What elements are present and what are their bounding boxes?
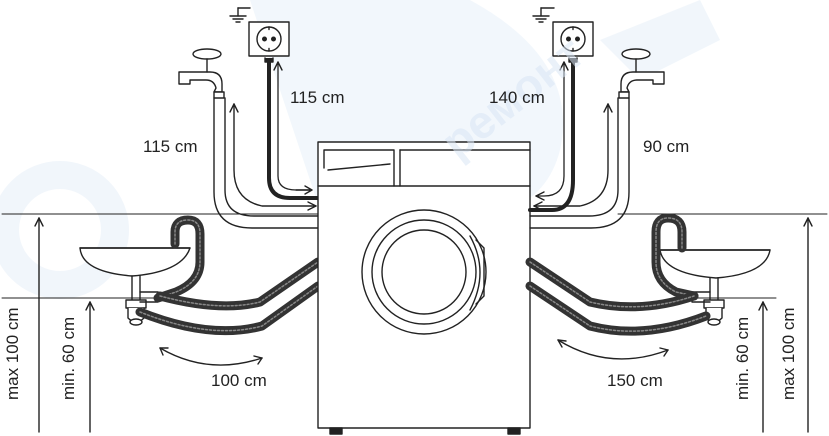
- drain-arc-arrow-left: [159, 347, 263, 366]
- sink-left-icon: [79, 247, 191, 326]
- drain-hose-left: [135, 215, 323, 336]
- power-cable-left: [264, 57, 320, 200]
- max-height-arrow-left: [34, 217, 44, 433]
- max-height-arrow-right: [803, 217, 813, 433]
- washing-machine: [317, 141, 531, 435]
- label-max-height-right: max 100 cm: [779, 307, 798, 400]
- water-tap-left-icon: [178, 48, 225, 99]
- inlet-hose-right: [529, 97, 630, 229]
- label-outlet-right: 140 cm: [489, 88, 545, 107]
- power-cable-right: [528, 57, 578, 212]
- min-height-arrow-left: [85, 301, 95, 433]
- sink-right-icon: [659, 249, 771, 326]
- min-height-arrow-right: [758, 301, 768, 433]
- power-socket-left-icon: [248, 21, 290, 57]
- label-inlet-left: 115 cm: [143, 137, 198, 156]
- label-min-height-left: min. 60 cm: [59, 316, 78, 400]
- ground-symbol-right: [532, 7, 555, 23]
- label-inlet-right: 90 cm: [643, 137, 690, 156]
- drain-arc-arrow-right: [557, 339, 669, 360]
- label-drain-left: 100 cm: [211, 371, 267, 390]
- ground-symbol-left: [229, 7, 251, 23]
- label-min-height-right: min. 60 cm: [733, 316, 752, 400]
- water-tap-right-icon: [618, 48, 665, 99]
- power-arrow-left: [295, 185, 313, 195]
- inlet-hose-left: [213, 97, 319, 229]
- drain-hose-right: [525, 213, 711, 336]
- label-max-height-left: max 100 cm: [3, 307, 22, 400]
- power-socket-right-icon: [552, 21, 594, 57]
- label-drain-right: 150 cm: [607, 371, 663, 390]
- label-outlet-left: 115 cm: [290, 88, 345, 107]
